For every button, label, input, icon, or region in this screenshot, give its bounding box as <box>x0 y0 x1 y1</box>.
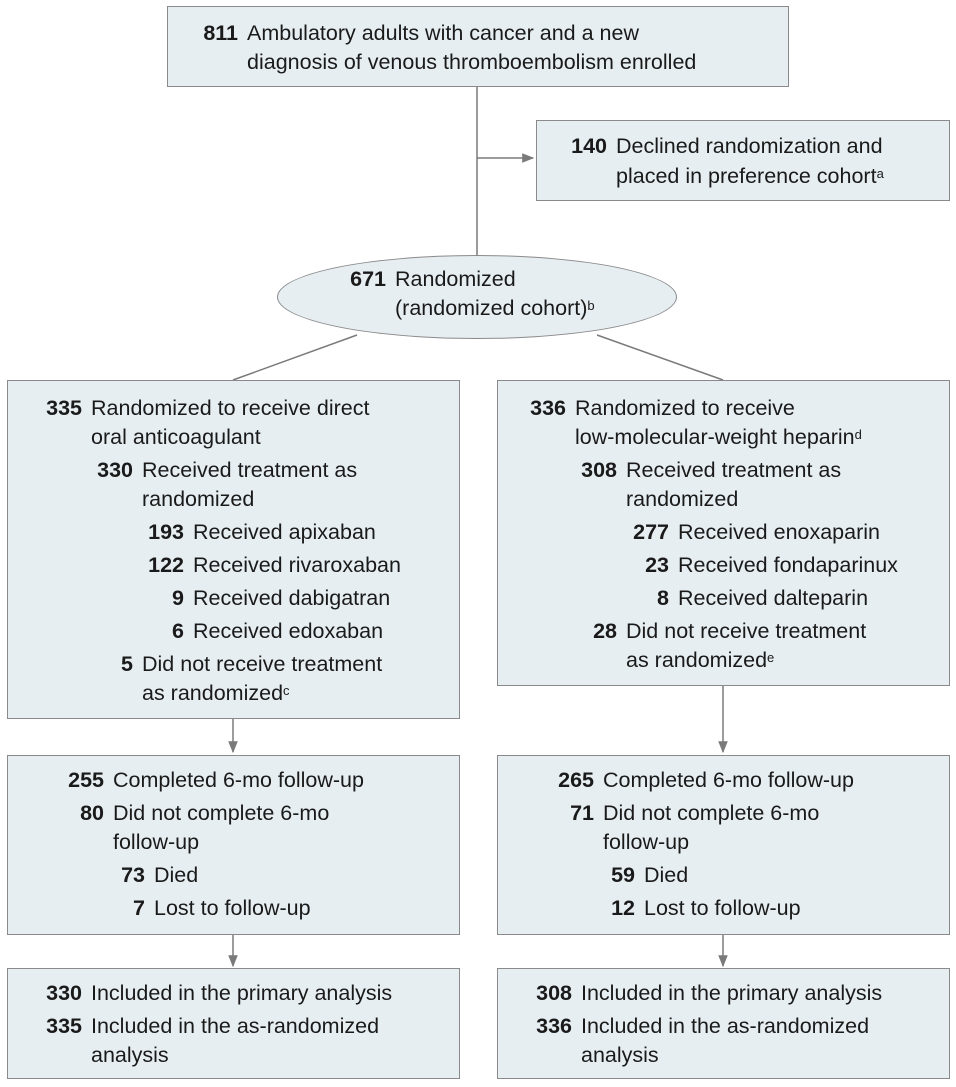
lmwh-primary-analysis: 308 Included in the primary analysis <box>536 981 883 1005</box>
declined-line-1: 140 Declined randomization and <box>546 130 882 162</box>
lmwh-received-line-1: 308 Received treatment as <box>581 458 842 482</box>
lmwh-as-randomized-line-1: 336 Included in the as-randomized <box>536 1014 870 1038</box>
lmwh-not-received-line-2: as randomizede <box>626 648 775 672</box>
connector-split-left <box>232 334 358 381</box>
doac-not-received-line-1: 5 Did not receive treatment <box>121 652 383 676</box>
enrolled-line-2: diagnosis of venous thromboembolism enro… <box>247 50 697 74</box>
doac-as-randomized-line-1: 335 Included in the as-randomized <box>46 1014 380 1038</box>
doac-drug-rivaroxaban: 122 Received rivaroxaban <box>148 553 401 577</box>
doac-not-completed-line-1: 80 Did not complete 6-mo <box>80 801 330 825</box>
randomized-line-1: 671 Randomized <box>330 263 516 295</box>
randomized-count: 671 <box>350 267 386 291</box>
footnote-c: c <box>283 683 290 698</box>
doac-arm-box <box>7 380 460 719</box>
doac-head-line-1: 335 Randomized to receive direct <box>18 392 369 424</box>
enrolled-box <box>167 6 789 87</box>
doac-drug-dabigatran: 9 Received dabigatran <box>172 586 391 610</box>
doac-completed: 255 Completed 6-mo follow-up <box>68 768 364 792</box>
lmwh-died: 59 Died <box>611 863 689 887</box>
doac-drug-apixaban: 193 Received apixaban <box>148 520 376 544</box>
lmwh-followup-box <box>497 755 950 935</box>
doac-primary-analysis: 330 Included in the primary analysis <box>46 981 393 1005</box>
doac-lost: 7 Lost to follow-up <box>133 896 311 920</box>
lmwh-received-line-2: randomized <box>626 487 739 511</box>
doac-head-line-2: oral anticoagulant <box>91 425 261 449</box>
doac-analysis-box <box>7 968 460 1079</box>
doac-not-completed-line-2: follow-up <box>113 830 200 854</box>
declined-count: 140 <box>571 134 607 158</box>
footnote-d: d <box>854 427 862 442</box>
footnote-b: b <box>587 298 595 313</box>
lmwh-lost: 12 Lost to follow-up <box>611 896 801 920</box>
enrolled-count: 811 <box>203 21 238 45</box>
connector-split-right <box>596 334 724 381</box>
declined-box <box>536 120 950 201</box>
lmwh-drug-enoxaparin: 277 Received enoxaparin <box>633 520 880 544</box>
lmwh-not-completed-line-1: 71 Did not complete 6-mo <box>570 801 820 825</box>
doac-not-received-line-2: as randomizedc <box>142 681 290 705</box>
randomized-ellipse <box>277 255 677 339</box>
enrolled-line-1: 811 Ambulatory adults with cancer and a … <box>180 17 639 49</box>
lmwh-count: 336 <box>530 396 566 420</box>
lmwh-drug-fondaparinux: 23 Received fondaparinux <box>645 553 898 577</box>
doac-followup-box <box>7 755 460 935</box>
doac-received-line-2: randomized <box>142 487 255 511</box>
randomized-line-2: (randomized cohort)b <box>395 296 595 320</box>
lmwh-as-randomized-line-2: analysis <box>581 1043 659 1067</box>
lmwh-head-line-2: low-molecular-weight heparind <box>575 425 862 449</box>
doac-count: 335 <box>46 396 82 420</box>
lmwh-not-completed-line-2: follow-up <box>603 830 690 854</box>
doac-as-randomized-line-2: analysis <box>91 1043 169 1067</box>
lmwh-not-received-line-1: 28 Did not receive treatment <box>593 619 867 643</box>
footnote-e: e <box>767 650 775 665</box>
doac-received-line-1: 330 Received treatment as <box>97 458 358 482</box>
lmwh-drug-dalteparin: 8 Received dalteparin <box>657 586 869 610</box>
lmwh-completed: 265 Completed 6-mo follow-up <box>558 768 854 792</box>
doac-died: 73 Died <box>121 863 199 887</box>
declined-line-2: placed in preference cohorta <box>616 164 884 188</box>
doac-drug-edoxaban: 6 Received edoxaban <box>172 619 384 643</box>
lmwh-head-line-1: 336 Randomized to receive <box>508 392 795 424</box>
lmwh-arm-box <box>497 380 950 686</box>
footnote-a: a <box>876 166 884 181</box>
lmwh-analysis-box <box>497 968 950 1079</box>
